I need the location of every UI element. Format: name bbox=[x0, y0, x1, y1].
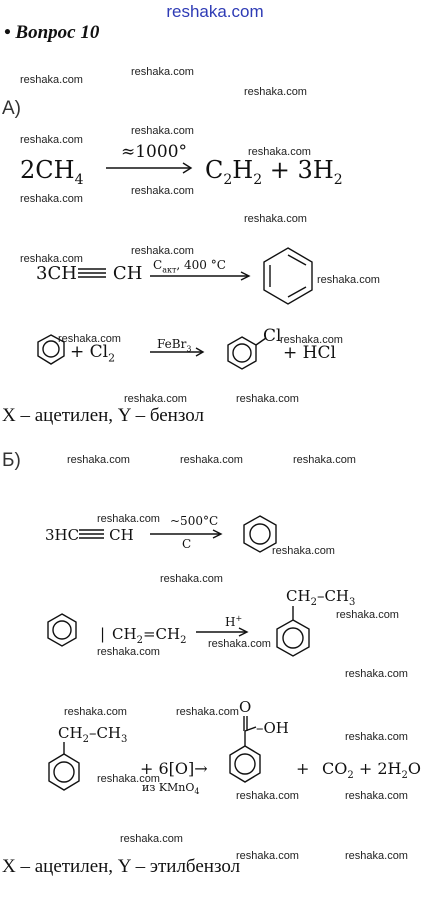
watermark: reshaka.com bbox=[345, 668, 408, 680]
watermark: reshaka.com bbox=[280, 334, 343, 346]
reaction-a2-condition: Cакт, 400 °C bbox=[153, 258, 226, 275]
watermark: reshaka.com bbox=[97, 646, 160, 658]
reaction-a1-condition: ≈1000° bbox=[121, 142, 188, 162]
reaction-b3-plus: + bbox=[296, 759, 310, 778]
watermark: reshaka.com bbox=[336, 609, 399, 621]
arrow-head bbox=[182, 162, 193, 174]
watermark: reshaka.com bbox=[176, 706, 239, 718]
arrow-head bbox=[238, 627, 249, 637]
watermark: reshaka.com bbox=[64, 706, 127, 718]
arrow-head bbox=[195, 347, 205, 357]
watermark: reshaka.com bbox=[317, 274, 380, 286]
watermark: reshaka.com bbox=[272, 545, 335, 557]
watermark: reshaka.com bbox=[131, 125, 194, 137]
watermark: reshaka.com bbox=[236, 393, 299, 405]
watermark: reshaka.com bbox=[345, 790, 408, 802]
watermark: reshaka.com bbox=[20, 193, 83, 205]
watermark: reshaka.com bbox=[244, 86, 307, 98]
reaction-b3-oxidant: + 6[O]→ bbox=[140, 759, 208, 778]
chlorobenzene-ring bbox=[227, 336, 267, 370]
ethyl-substituent: CH2–CH3 bbox=[286, 587, 356, 608]
arrow-head bbox=[212, 529, 223, 539]
ethylbenzene-ring bbox=[48, 742, 80, 791]
watermark: reshaka.com bbox=[160, 573, 223, 585]
watermark: reshaka.com bbox=[124, 393, 187, 405]
watermark: reshaka.com bbox=[244, 213, 307, 225]
watermark: reshaka.com bbox=[131, 245, 194, 257]
part-b-label: Б) bbox=[2, 450, 21, 471]
watermark: reshaka.com bbox=[67, 454, 130, 466]
reaction-b1-catalyst: C bbox=[182, 537, 192, 551]
watermark: reshaka.com bbox=[20, 134, 83, 146]
reaction-a3-byproduct: + HCl bbox=[283, 343, 336, 363]
benzene-ring bbox=[47, 613, 77, 647]
reaction-b2-plus: | bbox=[100, 625, 106, 643]
benzene-ring bbox=[37, 334, 65, 365]
part-a-label: А) bbox=[2, 98, 21, 119]
reaction-b2-reagent: CH2=CH2 bbox=[112, 625, 187, 646]
watermark: reshaka.com bbox=[208, 638, 271, 650]
watermark: reshaka.com bbox=[120, 833, 183, 845]
ethyl-substituent: CH2–CH3 bbox=[58, 724, 128, 745]
watermark: reshaka.com bbox=[180, 454, 243, 466]
watermark: reshaka.com bbox=[345, 731, 408, 743]
watermark: reshaka.com bbox=[131, 185, 194, 197]
question-heading: • Вопрос 10 bbox=[4, 22, 100, 43]
reaction-a1-products: C2H2 + 3H2 bbox=[205, 156, 343, 188]
reaction-a3-reagent: + Cl2 bbox=[70, 342, 116, 365]
watermark: reshaka.com bbox=[293, 454, 356, 466]
reaction-b2-catalyst: H+ bbox=[225, 614, 243, 629]
watermark: reshaka.com bbox=[58, 333, 121, 345]
watermark: reshaka.com bbox=[20, 253, 83, 265]
watermark: reshaka.com bbox=[345, 850, 408, 862]
benzene-ring bbox=[263, 247, 313, 305]
reaction-b3-byproducts: CO2 + 2H2O bbox=[322, 759, 421, 782]
reaction-a1-reactant: 2CH4 bbox=[20, 156, 84, 188]
reaction-b3-oxidant-source: из KMnO4 bbox=[142, 781, 200, 797]
part-b-answer: X – ацетилен, Y – этилбензол bbox=[2, 856, 241, 877]
watermark: reshaka.com bbox=[236, 790, 299, 802]
chlorine-substituent: Cl bbox=[263, 326, 282, 346]
hydroxyl-group: –OH bbox=[256, 719, 289, 737]
arrow-head bbox=[240, 271, 251, 281]
carbonyl-oxygen: O bbox=[239, 698, 252, 716]
watermark: reshaka.com bbox=[97, 773, 160, 785]
triple-bond bbox=[78, 268, 106, 278]
benzoic-acid-ring bbox=[229, 716, 261, 783]
watermark: reshaka.com bbox=[131, 66, 194, 78]
site-url[interactable]: reshaka.com bbox=[166, 2, 264, 21]
watermark: reshaka.com bbox=[248, 146, 311, 158]
watermark: reshaka.com bbox=[97, 513, 160, 525]
benzene-ring bbox=[243, 515, 277, 553]
ethylbenzene-ring bbox=[276, 606, 310, 657]
watermark: reshaka.com bbox=[20, 74, 83, 86]
reaction-a3-catalyst: FeBr3 bbox=[157, 337, 192, 354]
triple-bond bbox=[79, 529, 104, 539]
reaction-b1-condition: ~500°C bbox=[170, 514, 219, 528]
part-a-answer: X – ацетилен, Y – бензол bbox=[2, 405, 204, 426]
watermark: reshaka.com bbox=[236, 850, 299, 862]
